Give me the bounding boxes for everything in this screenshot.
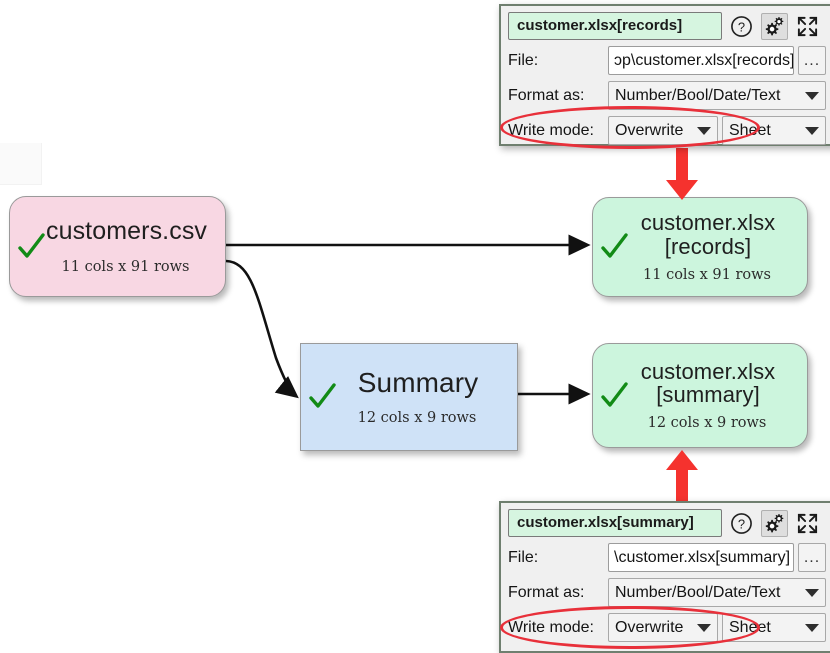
format-label: Format as: <box>508 583 585 601</box>
node-subtitle: 11 cols x 91 rows <box>643 266 771 283</box>
browse-button[interactable]: ... <box>798 543 826 572</box>
node-subtitle: 12 cols x 9 rows <box>647 415 767 432</box>
chevron-down-icon <box>805 91 819 100</box>
svg-text:?: ? <box>738 516 745 531</box>
node-subtitle: 12 cols x 9 rows <box>357 410 477 427</box>
gears-icon[interactable] <box>761 509 788 537</box>
write-mode-row: Write mode: Overwrite Sheet <box>508 116 826 145</box>
node-title-line1: customer.xlsx <box>640 210 776 236</box>
canvas-corner-marker <box>0 143 42 185</box>
panel-header: customer.xlsx[summary] ? <box>508 509 826 537</box>
write-mode-value: Overwrite <box>615 618 684 636</box>
flow-node-customers-csv[interactable]: customers.csv 11 cols x 91 rows <box>9 196 226 297</box>
expand-icon[interactable] <box>794 13 821 40</box>
format-row: Format as: Number/Bool/Date/Text <box>508 578 826 607</box>
chevron-down-icon <box>697 126 711 135</box>
write-mode-label: Write mode: <box>508 618 594 636</box>
write-target-value: Sheet <box>729 121 771 139</box>
records-property-panel[interactable]: customer.xlsx[records] ? <box>499 4 830 146</box>
flow-node-customer-xlsx-records[interactable]: customer.xlsx [records] 11 cols x 91 row… <box>592 197 808 297</box>
chevron-down-icon <box>805 588 819 597</box>
format-value: Number/Bool/Date/Text <box>615 583 781 601</box>
node-title: customers.csv <box>45 217 208 246</box>
node-title-line1: customer.xlsx <box>640 358 776 384</box>
node-title: Summary <box>357 366 479 398</box>
format-select[interactable]: Number/Bool/Date/Text <box>608 81 826 110</box>
check-icon <box>601 233 628 258</box>
summary-property-panel[interactable]: customer.xlsx[summary] ? <box>499 501 830 653</box>
write-target-value: Sheet <box>729 618 771 636</box>
node-title-line2: [summary] <box>656 382 760 407</box>
callout-arrow-down <box>666 148 698 200</box>
check-icon <box>601 381 628 407</box>
help-icon[interactable]: ? <box>728 510 755 537</box>
node-subtitle: 11 cols x 91 rows <box>61 258 190 275</box>
write-target-select[interactable]: Sheet <box>722 613 826 642</box>
format-select[interactable]: Number/Bool/Date/Text <box>608 578 826 607</box>
file-row: File: ɔp\customer.xlsx[records] ... <box>508 46 826 75</box>
write-mode-row: Write mode: Overwrite Sheet <box>508 613 826 642</box>
file-input[interactable]: \customer.xlsx[summary] <box>608 543 794 572</box>
file-input[interactable]: ɔp\customer.xlsx[records] <box>608 46 794 75</box>
write-mode-select[interactable]: Overwrite <box>608 613 718 642</box>
node-title: customer.xlsx [summary] <box>641 360 776 406</box>
panel-header: customer.xlsx[records] ? <box>508 12 826 40</box>
chevron-down-icon <box>805 126 819 135</box>
chevron-down-icon <box>805 623 819 632</box>
write-mode-value: Overwrite <box>615 121 684 139</box>
format-label: Format as: <box>508 86 585 104</box>
flow-node-summary[interactable]: Summary 12 cols x 9 rows <box>300 343 518 451</box>
file-label: File: <box>508 548 539 566</box>
write-target-select[interactable]: Sheet <box>722 116 826 145</box>
format-row: Format as: Number/Bool/Date/Text <box>508 81 826 110</box>
expand-icon[interactable] <box>794 510 821 537</box>
callout-arrow-up <box>666 450 698 502</box>
browse-button[interactable]: ... <box>798 46 826 75</box>
gears-icon[interactable] <box>761 12 788 40</box>
file-label: File: <box>508 51 539 69</box>
write-mode-label: Write mode: <box>508 121 594 139</box>
help-icon[interactable]: ? <box>728 13 755 40</box>
node-title: customer.xlsx [records] <box>641 211 776 257</box>
write-mode-select[interactable]: Overwrite <box>608 116 718 145</box>
flow-node-customer-xlsx-summary[interactable]: customer.xlsx [summary] 12 cols x 9 rows <box>592 343 808 448</box>
file-row: File: \customer.xlsx[summary] ... <box>508 543 826 572</box>
check-icon <box>309 383 336 408</box>
panel-title-field[interactable]: customer.xlsx[summary] <box>508 509 722 537</box>
format-value: Number/Bool/Date/Text <box>615 86 781 104</box>
node-title-line2: [records] <box>664 233 752 259</box>
check-icon <box>18 232 45 258</box>
svg-text:?: ? <box>738 19 745 34</box>
panel-title-field[interactable]: customer.xlsx[records] <box>508 12 722 40</box>
chevron-down-icon <box>697 623 711 632</box>
